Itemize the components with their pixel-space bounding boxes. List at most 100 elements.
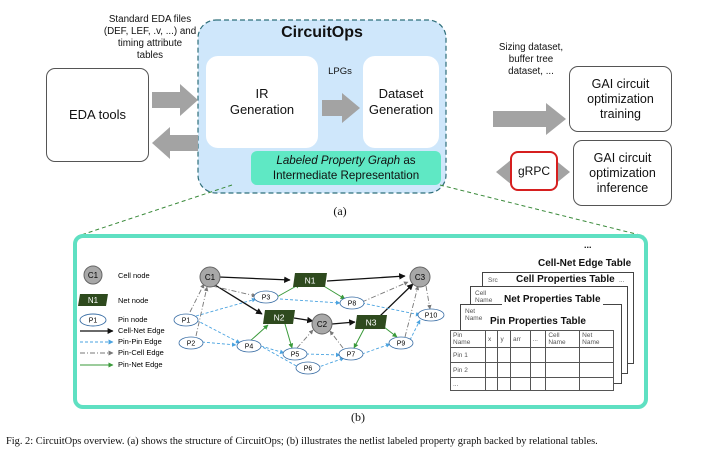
column-header: x [484, 330, 499, 348]
net-nodes: N1 N2 N3 [263, 273, 387, 329]
column-header: arr [509, 330, 531, 348]
legend-cell-node-icon [83, 265, 103, 285]
legend-cell-node-symbol: C1 [88, 271, 99, 280]
src-column-header: Src [488, 277, 498, 284]
pin-label: P4 [245, 344, 254, 351]
cell-node-c2 [311, 313, 333, 335]
arrow-eda-to-ir [152, 84, 198, 116]
net-node-n3 [355, 315, 387, 329]
legend-pin-node-icon [79, 313, 107, 327]
pin-node-p10 [417, 308, 445, 322]
pin-label: P8 [348, 301, 357, 308]
cell-node-c1-label: C1 [205, 273, 216, 282]
gai-training-line: GAI circuit [591, 76, 650, 91]
cell-name-line: Name [475, 297, 493, 304]
cell-properties-table-title: Cell Properties Table [514, 274, 617, 285]
cell-nodes: C1 C2 C3 [199, 266, 431, 335]
arrow-dataset-to-training [493, 103, 566, 135]
eda-tools-label: EDA tools [68, 107, 127, 123]
ellipsis-cell: ... [619, 277, 625, 284]
legend-pin-cell-edge-label: Pin-Cell Edge [118, 348, 164, 357]
zoom-line-right [439, 184, 645, 237]
ir-generation-box: IR Generation [206, 56, 318, 148]
gai-inference-line: GAI circuit [593, 150, 652, 165]
legend-pin-net-edge-label: Pin-Net Edge [118, 360, 163, 369]
gai-inference-box: GAI circuit optimization inference [573, 140, 672, 206]
input-note-line: (DEF, LEF, .v, ...) and [103, 26, 197, 37]
legend-pin-pin-edge-label: Pin-Pin Edge [118, 337, 162, 346]
pin-node-p7 [338, 347, 364, 361]
net-node-n1-label: N1 [305, 276, 316, 286]
table-row: Pin 1 [450, 347, 614, 363]
cell-node-c1 [199, 266, 221, 288]
pin-label: P10 [425, 313, 438, 320]
cell-net-edge-table-title: Cell-Net Edge Table [538, 258, 632, 269]
cell-name-line: Cell [475, 290, 487, 297]
row-label: Pin 2 [450, 362, 486, 378]
net-name-column-header: Net Name [465, 308, 482, 322]
pin-node-p5 [282, 347, 308, 361]
pin-net-edges [248, 283, 398, 349]
pin-node-p9 [388, 336, 414, 350]
lpg-caption-line2: Intermediate Representation [272, 169, 420, 182]
zoom-line-left [77, 184, 233, 237]
panel-a-label: (a) [333, 204, 347, 218]
pin-pin-edges [195, 297, 421, 369]
input-note-line: tables [136, 50, 164, 61]
lpg-caption-box: Labeled Property Graph as Intermediate R… [251, 151, 441, 185]
dataset-generation-line: Dataset [378, 86, 424, 102]
cell-node-c3 [409, 266, 431, 288]
pin-label: P6 [304, 366, 313, 373]
lpg-caption-italic: Labeled Property Graph [276, 154, 401, 167]
cell-node-c2-label: C2 [317, 320, 328, 329]
column-header: y [497, 330, 511, 348]
row-label: ... [450, 377, 486, 391]
tables-ellipsis: ... [584, 240, 592, 250]
pin-node-p3 [253, 290, 279, 304]
pin-label: P2 [187, 341, 196, 348]
legend-pin-node-label: Pin node [118, 315, 148, 324]
output-dataset-note: Sizing dataset, buffer tree dataset, ... [487, 42, 575, 78]
column-header: ... [529, 330, 547, 348]
gai-inference-line: optimization [589, 165, 656, 180]
pin-labels: P1 P2 P3 P4 P5 P6 P7 P8 P9 P10 [182, 295, 438, 373]
gai-training-box: GAI circuit optimization training [569, 66, 672, 132]
eda-tools-box: EDA tools [46, 68, 149, 162]
gai-inference-line: inference [596, 180, 649, 195]
pin-label: P3 [262, 295, 271, 302]
dataset-generation-box: Dataset Generation [363, 56, 439, 148]
net-name-line: Name [465, 315, 483, 322]
gai-training-line: training [599, 106, 641, 121]
arrow-ir-to-eda [152, 127, 198, 159]
pin-node-p2 [178, 336, 204, 350]
output-note-line: dataset, ... [508, 66, 554, 77]
input-note-line: Standard EDA files [108, 14, 192, 25]
row-label: Pin 1 [450, 347, 486, 363]
pin-nodes [173, 290, 445, 375]
pin-label: P7 [347, 352, 356, 359]
pin-label: P9 [397, 341, 406, 348]
cell-node-c3-label: C3 [415, 273, 426, 282]
lpg-caption-as: as [400, 154, 416, 167]
output-note-line: buffer tree [508, 54, 554, 65]
input-files-note: Standard EDA files (DEF, LEF, .v, ...) a… [94, 14, 206, 62]
net-node-n2-label: N2 [274, 313, 285, 323]
pin-node-p8 [339, 296, 365, 310]
pin-node-p4 [236, 339, 262, 353]
legend-cell-net-edge-label: Cell-Net Edge [118, 326, 165, 335]
input-note-line: timing attribute [117, 38, 183, 49]
pin-node-p6 [295, 361, 321, 375]
legend-pin-node-symbol: P1 [89, 318, 98, 325]
legend-net-node-label: Net node [118, 296, 148, 305]
pin-node-p1 [173, 313, 199, 327]
grpc-label: gRPC [517, 163, 550, 178]
legend-net-node-icon [78, 294, 108, 306]
figure-caption: Fig. 2: CircuitOps overview. (a) shows t… [6, 436, 598, 447]
net-node-n3-label: N3 [366, 318, 377, 328]
net-node-n1 [293, 273, 327, 287]
